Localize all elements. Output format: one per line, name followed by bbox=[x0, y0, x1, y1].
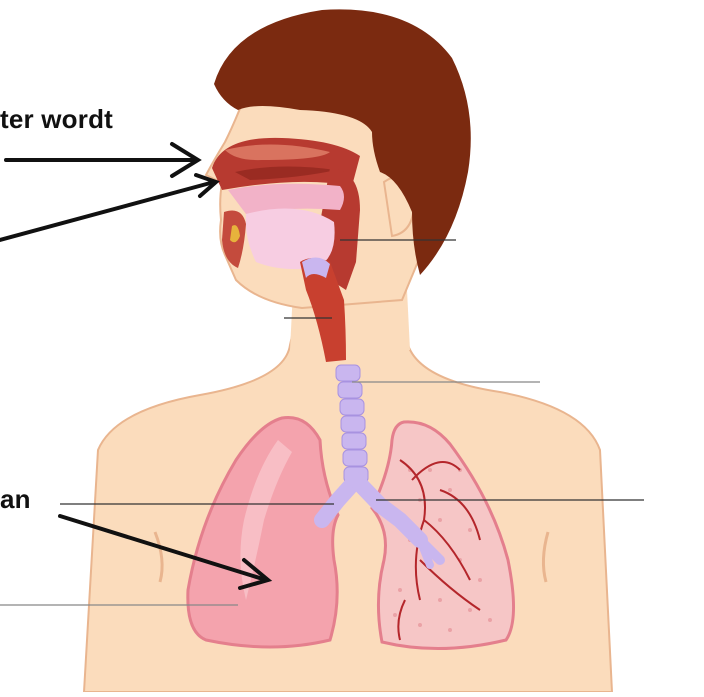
label-top: ter wordt bbox=[0, 104, 113, 135]
label-middle: an bbox=[0, 484, 31, 515]
arrow-to-nostril bbox=[0, 182, 214, 240]
